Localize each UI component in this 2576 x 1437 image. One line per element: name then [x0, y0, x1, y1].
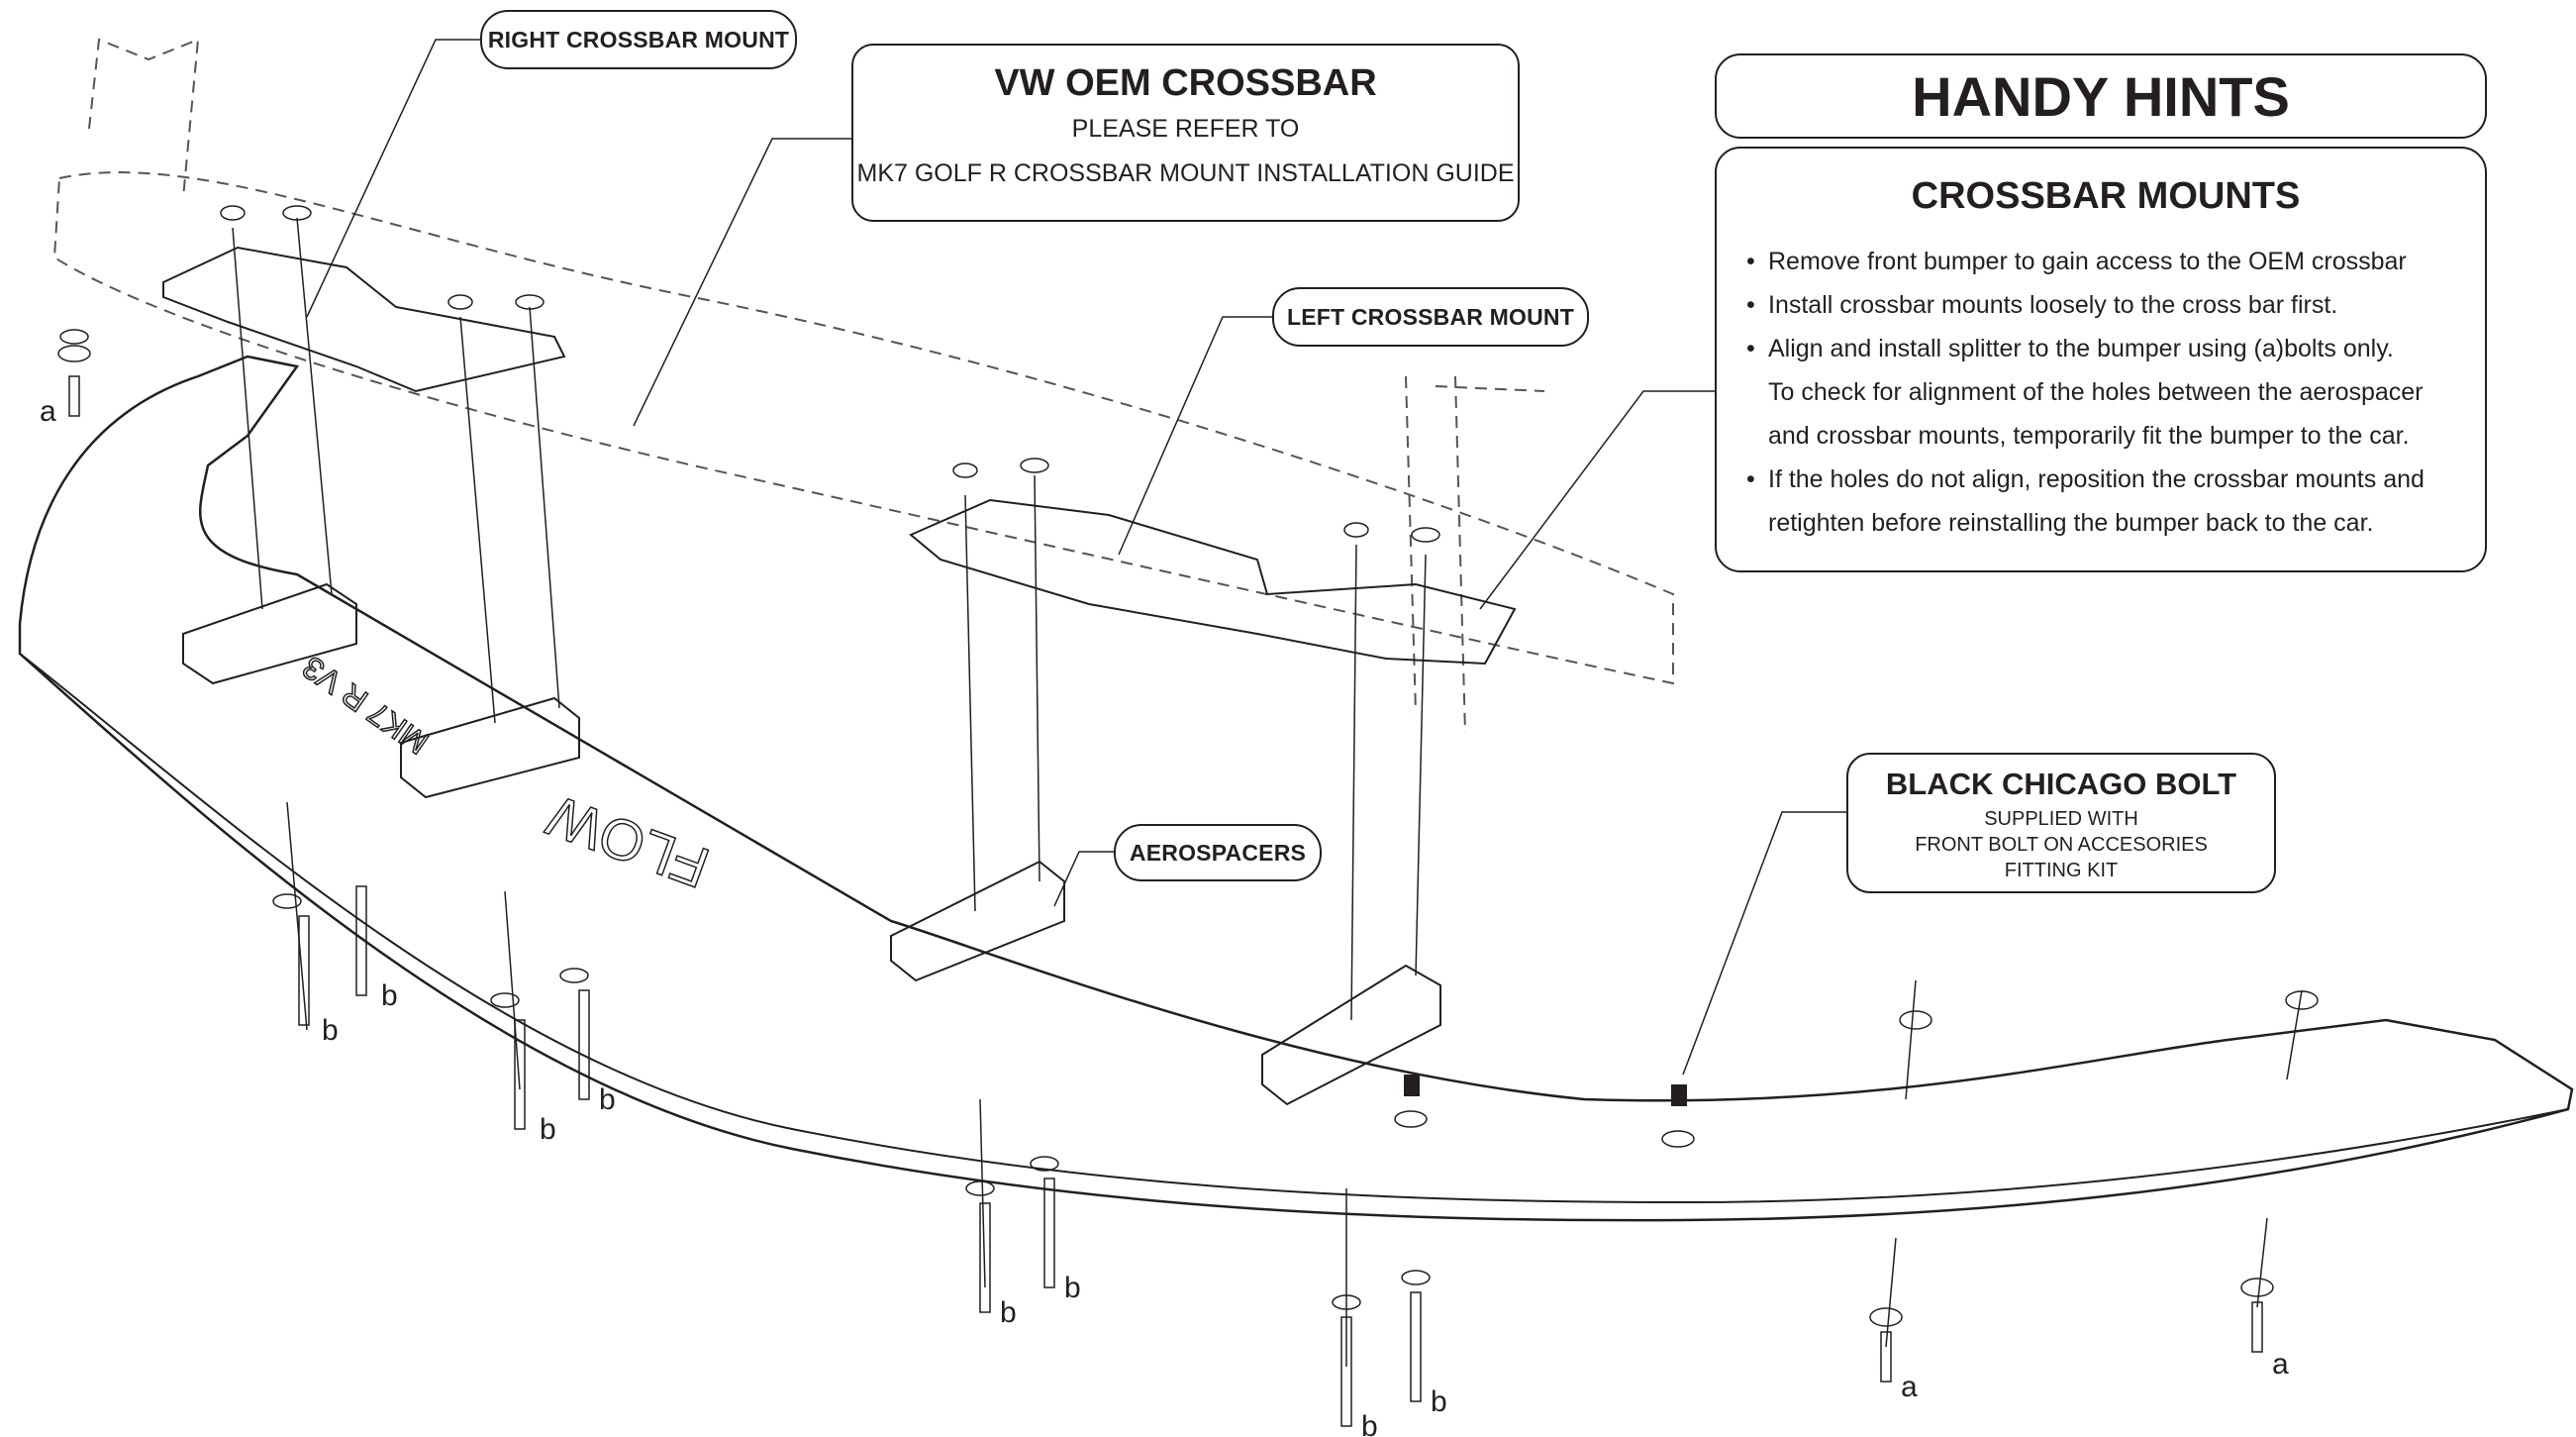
black-chicago-bolt-callout: BLACK CHICAGO BOLT SUPPLIED WITH FRONT B…: [1846, 753, 2276, 893]
bolt-label-b: b: [1431, 1386, 1447, 1418]
hint-text: Install crossbar mounts loosely to the c…: [1768, 291, 2338, 319]
bolt-label-b: b: [322, 1014, 339, 1047]
hint-note-line: retighten before reinstalling the bumper…: [1768, 509, 2374, 537]
black-chicago-bolt-title: BLACK CHICAGO BOLT: [1885, 767, 2237, 801]
splitter-body: [18, 355, 2574, 1222]
left-crossbar-mount-label: LEFT CROSSBAR MOUNT: [1286, 304, 1574, 330]
crossbar-mounts-heading: CROSSBAR MOUNTS: [1911, 175, 2301, 217]
hint-item: • Remove front bumper to gain access to …: [1746, 240, 2465, 283]
black-chicago-bolt-line: FRONT BOLT ON ACCESORIES: [1915, 834, 2208, 856]
hint-item: • Install crossbar mounts loosely to the…: [1746, 283, 2465, 327]
hint-item: • Align and install splitter to the bump…: [1746, 327, 2465, 370]
bolt-label-b: b: [599, 1083, 616, 1116]
splitter-brand-text: FLOW: [540, 782, 718, 899]
splitter-model-text: MK7 R V3: [296, 650, 435, 762]
vw-oem-crossbar-line: PLEASE REFER TO: [1071, 115, 1300, 143]
black-chicago-bolt-line: SUPPLIED WITH: [1984, 808, 2138, 830]
splitter-edge: [19, 653, 2569, 1204]
leader-lines: [306, 39, 1846, 1076]
handy-hints-panel: CROSSBAR MOUNTS • Remove front bumper to…: [1715, 147, 2487, 572]
bolt-label-b: b: [1064, 1272, 1081, 1304]
black-chicago-bolt: [1671, 1084, 1687, 1106]
left-crossbar-mount: [909, 498, 1517, 666]
bolt-label-b: b: [1361, 1410, 1378, 1437]
hint-text: If the holes do not align, reposition th…: [1768, 465, 2425, 493]
bolt-label-b: b: [540, 1113, 556, 1146]
bullet-icon: •: [1746, 291, 1755, 319]
hint-text: Remove front bumper to gain access to th…: [1768, 248, 2407, 275]
right-crossbar-mount: [162, 246, 566, 393]
vw-oem-crossbar-title: VW OEM CROSSBAR: [994, 62, 1377, 104]
aerospacers-label: AEROSPACERS: [1129, 840, 1307, 866]
fasteners: [57, 205, 2319, 1327]
bullet-icon: •: [1746, 248, 1755, 275]
handy-hints-title: HANDY HINTS: [1715, 53, 2487, 139]
hint-item: • If the holes do not align, reposition …: [1746, 458, 2465, 501]
guide-lines: [232, 217, 2303, 1367]
aerospacers-callout: AEROSPACERS: [1114, 824, 1322, 881]
hint-note-line: and crossbar mounts, temporarily fit the…: [1768, 422, 2410, 450]
bullet-icon: •: [1746, 465, 1755, 493]
black-chicago-bolt-line: FITTING KIT: [2004, 860, 2119, 881]
bolt-label-a: a: [40, 395, 56, 428]
bolt-label-a: a: [1901, 1371, 1918, 1403]
bolt-label-b: b: [1000, 1296, 1017, 1329]
vw-oem-crossbar-line: MK7 GOLF R CROSSBAR MOUNT INSTALLATION G…: [856, 159, 1515, 187]
black-chicago-bolt: [1404, 1075, 1420, 1096]
bolt-label-b: b: [381, 979, 398, 1012]
oem-crossbar-outline: [52, 38, 1674, 734]
left-crossbar-mount-callout: LEFT CROSSBAR MOUNT: [1272, 287, 1589, 347]
bullet-icon: •: [1746, 335, 1755, 362]
bolt-label-a: a: [2272, 1348, 2289, 1381]
right-crossbar-mount-label: RIGHT CROSSBAR MOUNT: [487, 27, 790, 52]
hint-text: Align and install splitter to the bumper…: [1768, 335, 2394, 362]
vw-oem-crossbar-callout: VW OEM CROSSBAR PLEASE REFER TO MK7 GOLF…: [851, 44, 1520, 222]
hint-note-line: To check for alignment of the holes betw…: [1768, 378, 2424, 406]
right-crossbar-mount-callout: RIGHT CROSSBAR MOUNT: [480, 10, 797, 69]
bolts: [68, 375, 2263, 1427]
